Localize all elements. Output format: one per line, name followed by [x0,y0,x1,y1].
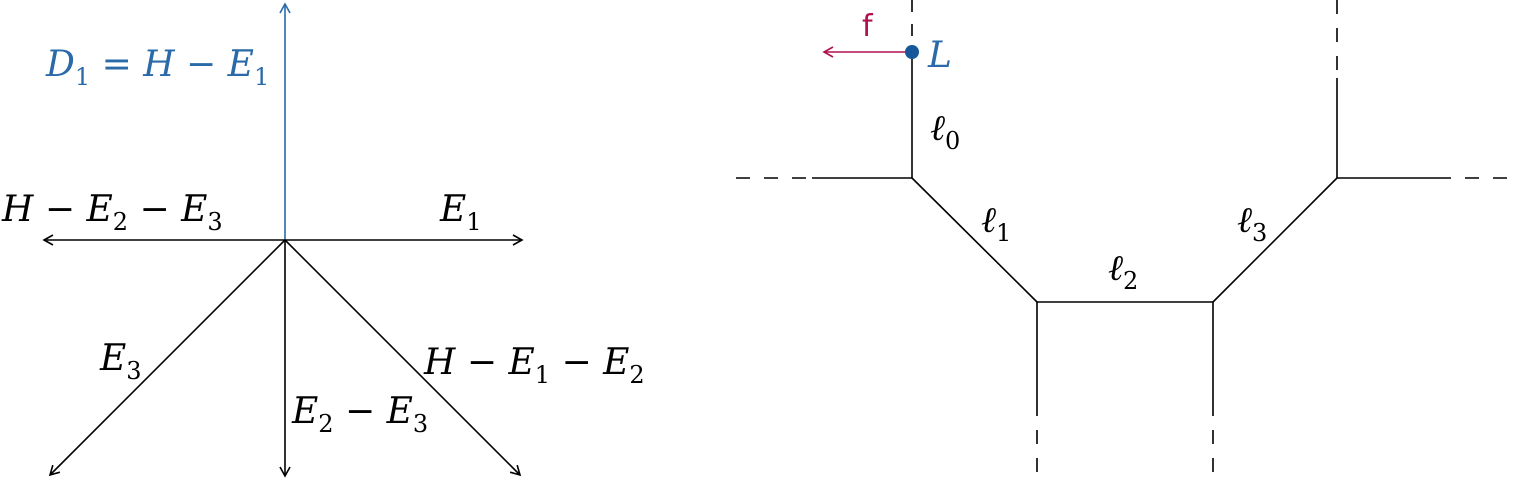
label-edge-l2: ℓ2 [1108,248,1138,295]
label-down-left-ray: E3 [99,338,142,385]
label-edge-l3: ℓ3 [1237,200,1267,247]
label-point-l: L [927,35,952,76]
fan-diagram: D1 = H − E1 H − E2 − E3 E1 E3 E2 − E3 H … [1,2,645,478]
label-left-ray: H − E2 − E3 [1,189,223,236]
label-right-ray: E1 [439,189,482,236]
label-edge-l1: ℓ1 [981,200,1011,247]
label-f: f [862,9,874,44]
tropical-curve [736,0,1516,480]
label-d1: D1 = H − E1 [45,44,269,91]
label-down-ray: E2 − E3 [291,391,428,438]
point-l [905,45,919,59]
ray-down-right [284,239,522,477]
ray-down-left [48,239,286,477]
label-edge-l0: ℓ0 [930,108,960,155]
edge-l3 [1212,177,1338,303]
edge-l1 [911,177,1038,303]
label-down-right-ray: H − E1 − E2 [423,342,645,389]
